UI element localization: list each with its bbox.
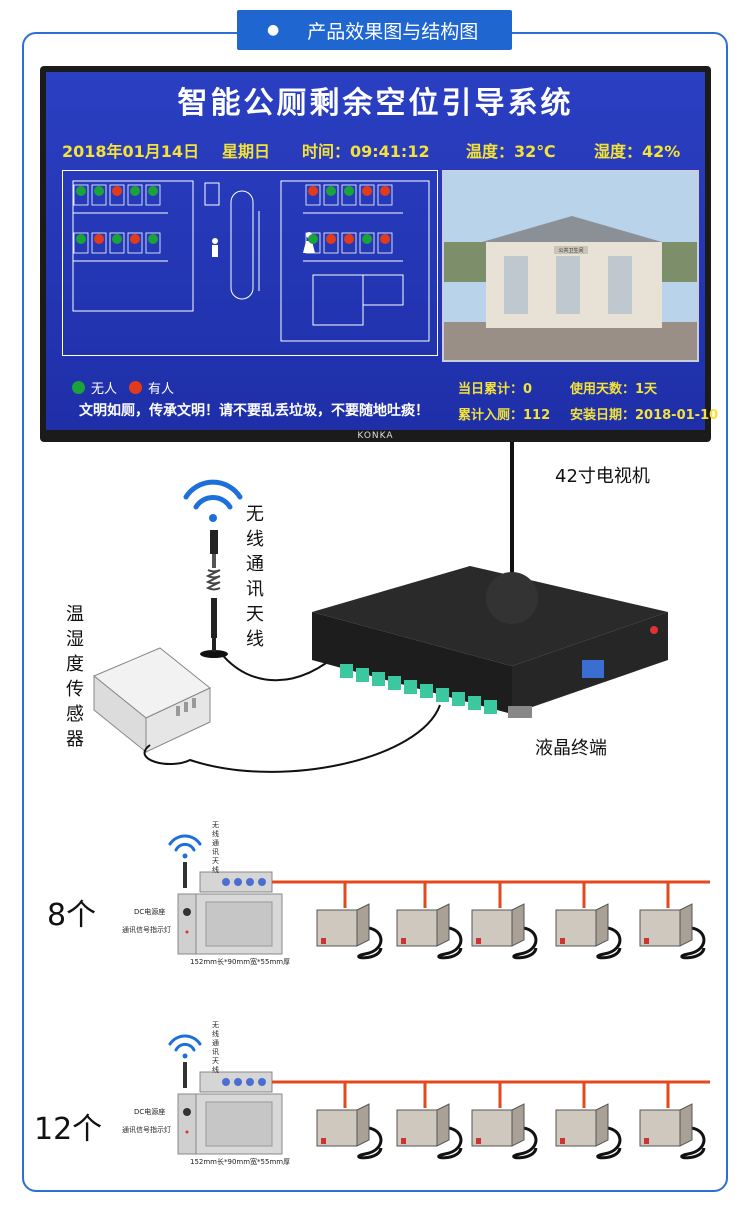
- stall-led-icon: [308, 234, 318, 244]
- module-antenna-label: 无线通讯天线: [212, 1021, 219, 1074]
- section-header: ● 产品效果图与结构图: [237, 10, 512, 50]
- module-count: 12个: [34, 1112, 103, 1147]
- toilet-photo: 公共卫生间: [442, 170, 699, 362]
- stall-led-icon: [76, 186, 86, 196]
- sensor-detector-icon: [555, 1103, 622, 1160]
- tv-display: 智能公厕剩余空位引导系统 2018年01月14日 星期日 时间：09:41:12…: [40, 66, 718, 442]
- days-used: 使用天数：1天: [570, 382, 658, 397]
- terminal-label: 液晶终端: [535, 738, 607, 759]
- stall-led-icon: [362, 234, 372, 244]
- dc-label: DC电源座: [134, 908, 166, 916]
- stall-led-icon: [326, 186, 336, 196]
- antenna-label: 无线通讯天线: [246, 504, 264, 650]
- indicator-label: 通讯信号指示灯: [122, 1126, 171, 1134]
- screen-title: 智能公厕剩余空位引导系统: [177, 86, 574, 121]
- module-wifi-icon: [168, 1034, 202, 1059]
- stall-led-icon: [130, 186, 140, 196]
- indicator-label: 通讯信号指示灯: [122, 926, 171, 934]
- free-led-icon: [72, 381, 85, 394]
- humidity-text: 湿度：42%: [594, 142, 681, 161]
- sensor-icon: [93, 647, 211, 754]
- date-text: 2018年01月14日: [62, 142, 200, 161]
- today-count: 当日累计：0: [458, 382, 533, 397]
- dc-label: DC电源座: [134, 1108, 166, 1116]
- stall-led-icon: [380, 186, 390, 196]
- stall-led-icon: [344, 234, 354, 244]
- occupied-led-icon: [129, 381, 143, 394]
- sensor-detector-icon: [471, 1103, 538, 1160]
- stall-led-icon: [326, 234, 336, 244]
- stall-led-icon: [362, 186, 372, 196]
- install-date: 安装日期：2018-01-10: [570, 408, 719, 423]
- total-count: 累计入厕：112: [458, 408, 551, 423]
- module-wifi-icon: [168, 834, 202, 859]
- tv-label: 42寸电视机: [555, 466, 650, 487]
- detector-group: [316, 1103, 706, 1160]
- tv-screen: 智能公厕剩余空位引导系统 2018年01月14日 星期日 时间：09:41:12…: [46, 72, 718, 430]
- system-diagram: [93, 442, 668, 773]
- stall-led-icon: [76, 234, 86, 244]
- antenna-icon: [200, 530, 228, 658]
- sensor-label: 温湿度传感器: [66, 604, 84, 750]
- photo-sign: 公共卫生间: [558, 247, 583, 254]
- module-antenna-label: 无线通讯天线: [212, 821, 219, 874]
- section-title: 产品效果图与结构图: [307, 20, 479, 43]
- size-label: 152mm长*90mm宽*55mm厚: [190, 1158, 291, 1166]
- module-count: 8个: [47, 898, 97, 933]
- sensor-detector-icon: [639, 1103, 706, 1160]
- sensor-detector-icon: [396, 1103, 463, 1160]
- temperature-text: 温度：32℃: [466, 142, 556, 161]
- sensor-detector-icon: [316, 903, 383, 960]
- floor-plan: [62, 170, 438, 356]
- sensor-detector-icon: [396, 903, 463, 960]
- weekday-text: 星期日: [222, 142, 271, 161]
- stall-led-icon: [94, 234, 104, 244]
- stall-led-icon: [308, 186, 318, 196]
- detector-group: [316, 903, 706, 960]
- time-text: 时间：09:41:12: [302, 142, 430, 161]
- stall-led-icon: [344, 186, 354, 196]
- stall-led-icon: [380, 234, 390, 244]
- stall-led-icon: [148, 186, 158, 196]
- sensor-detector-icon: [316, 1103, 383, 1160]
- stall-led-icon: [148, 234, 158, 244]
- stall-led-icon: [130, 234, 140, 244]
- bullet-icon: ●: [267, 22, 280, 38]
- stall-led-icon: [112, 186, 122, 196]
- slogan-text: 文明如厕，传承文明！请不要乱丢垃圾，不要随地吐痰！: [79, 403, 429, 419]
- legend-occupied-label: 有人: [148, 382, 175, 397]
- legend-free-label: 无人: [91, 382, 118, 397]
- stall-led-icon: [94, 186, 104, 196]
- size-label: 152mm长*90mm宽*55mm厚: [190, 958, 291, 966]
- tv-brand-logo: KONKA: [357, 431, 394, 441]
- sensor-detector-icon: [555, 903, 622, 960]
- wifi-icon: [183, 479, 243, 522]
- lcd-terminal: [312, 566, 668, 718]
- stall-led-icon: [112, 234, 122, 244]
- sensor-detector-icon: [639, 903, 706, 960]
- legend: 无人 有人: [72, 378, 174, 397]
- sensor-detector-icon: [471, 903, 538, 960]
